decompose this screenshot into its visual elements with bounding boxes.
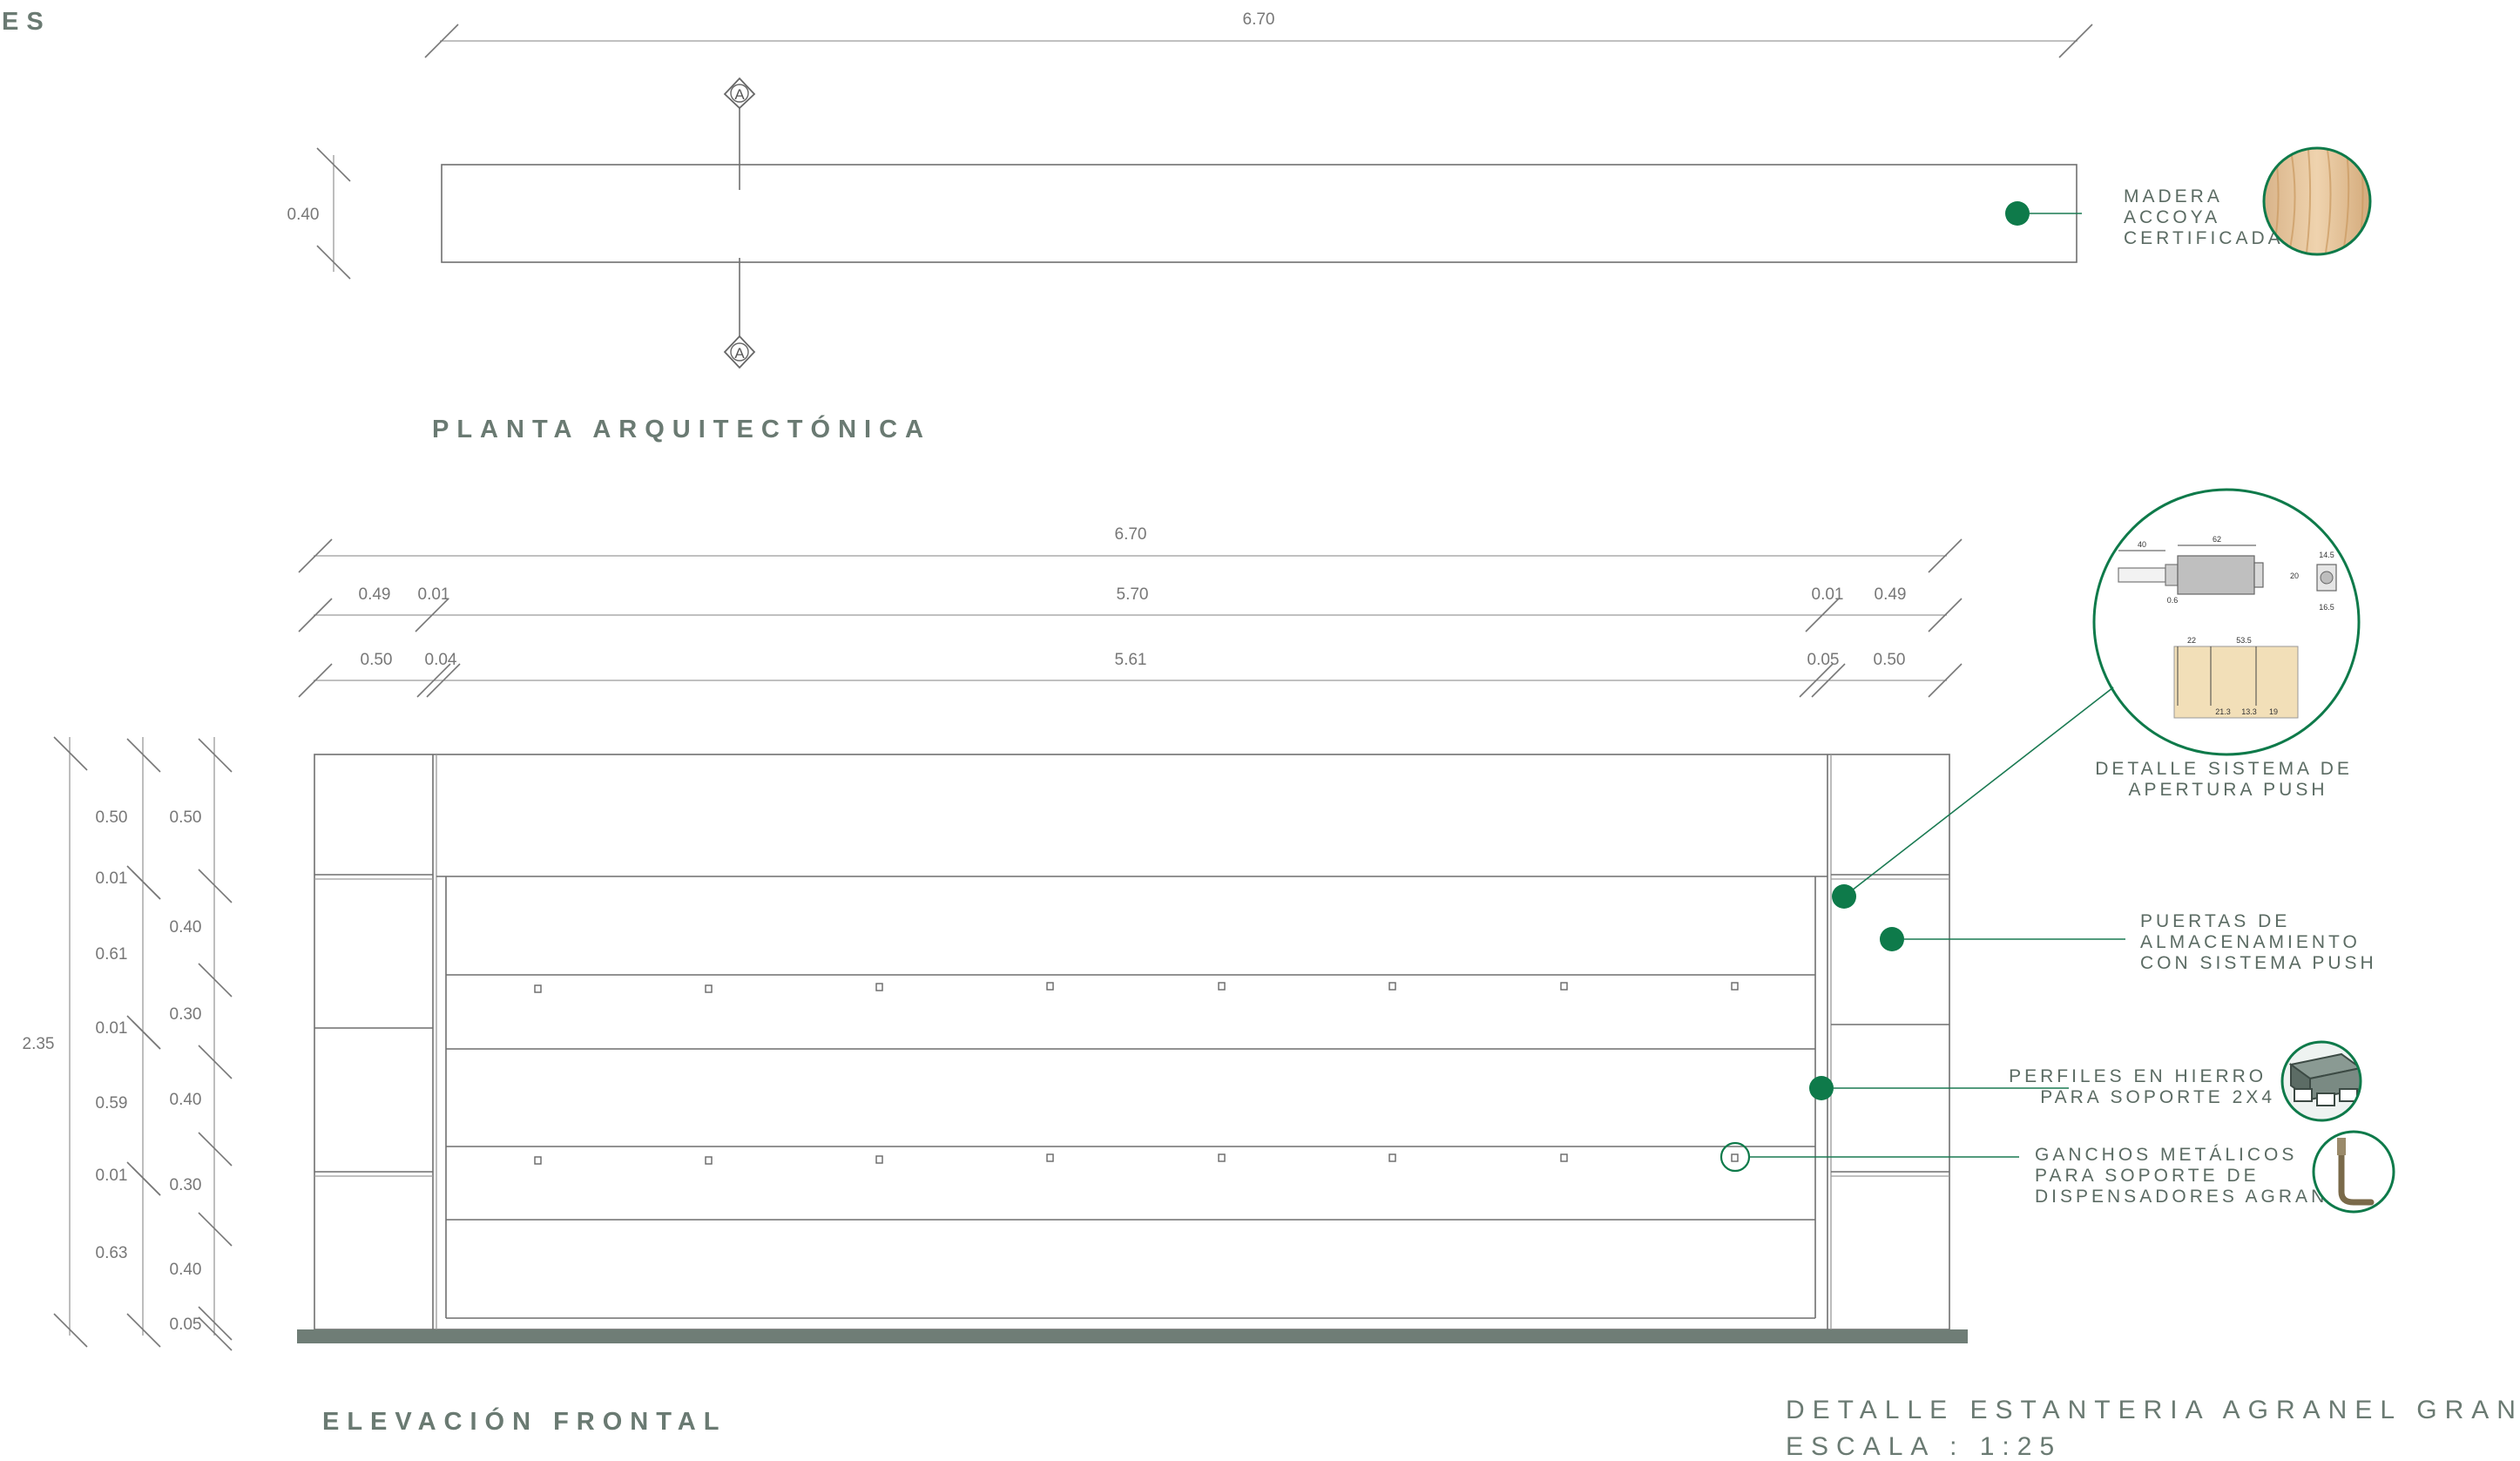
push-detail-label: DETALLE SISTEMA DE APERTURA PUSH [2095, 759, 2361, 800]
push-latch-detail-icon: 40 62 14.5 0.6 20 16.5 22 53.5 21.3 13.3… [2092, 488, 2361, 756]
push-dim-5: 20 [2290, 572, 2299, 580]
section-mark-top: A [734, 86, 745, 103]
metal-hook-icon [2312, 1130, 2395, 1214]
doors-callout: PUERTAS DE ALMACENAMIENTO CON SISTEMA PU… [1880, 911, 2377, 973]
push-dim-8: 53.5 [2236, 636, 2252, 645]
elevation-left-dims: 2.35 0.50 0.01 0.61 0.01 0.59 0.01 0.63 [23, 736, 233, 1351]
profiles-callout-label: PERFILES EN HIERRO PARA SOPORTE 2X4 [2009, 1066, 2275, 1107]
push-dim-2: 62 [2213, 535, 2221, 544]
section-marker-icon: A [723, 335, 756, 369]
dim-col-b-4: 0.40 [170, 1091, 202, 1109]
dim-row3-4: 0.05 [1807, 651, 1840, 669]
dim-row3-3: 5.61 [1115, 651, 1147, 669]
dim-row3-5: 0.50 [1874, 651, 1906, 669]
dim-total-width: 6.70 [1115, 525, 1147, 544]
dim-row2-5: 0.49 [1875, 585, 1907, 604]
push-dim-7: 22 [2187, 636, 2196, 645]
shelving-unit [297, 754, 1968, 1343]
dim-col-a-2: 0.01 [96, 869, 128, 888]
push-dim-4: 0.6 [2167, 596, 2179, 605]
wood-sample-icon [2262, 146, 2372, 256]
push-detail-callout: 40 62 14.5 0.6 20 16.5 22 53.5 21.3 13.3… [1832, 488, 2361, 909]
dim-row3-1: 0.50 [361, 651, 393, 669]
plan-title: PLANTA ARQUITECTÓNICA [432, 414, 931, 443]
dim-row2-1: 0.49 [359, 585, 391, 604]
dim-col-b-3: 0.30 [170, 1005, 202, 1024]
push-dim-1: 40 [2138, 540, 2146, 549]
material-callout-dot [2005, 201, 2030, 226]
push-dim-3: 14.5 [2319, 551, 2334, 559]
dim-col-b-7: 0.05 [170, 1316, 202, 1334]
steel-profile-icon [2280, 1040, 2362, 1122]
dim-col-a-5: 0.59 [96, 1094, 128, 1113]
dim-col-a-4: 0.01 [96, 1019, 128, 1038]
scale-label: ESCALA : 1:25 [1786, 1432, 2062, 1461]
ground-line [297, 1329, 1968, 1343]
detail-title: DETALLE ESTANTERIA AGRANEL GRANDE 1/2 [1786, 1396, 2520, 1424]
dim-row2-2: 0.01 [418, 585, 450, 604]
push-dim-9: 21.3 [2215, 707, 2231, 716]
dim-row2-4: 0.01 [1812, 585, 1844, 604]
dim-col-a-7: 0.63 [96, 1244, 128, 1262]
push-dim-6: 16.5 [2319, 603, 2334, 612]
corner-label: ES [2, 8, 51, 36]
dim-row3-2: 0.04 [425, 651, 457, 669]
hooks-callout: GANCHOS METÁLICOS PARA SOPORTE DE DISPEN… [1719, 1130, 2395, 1214]
doors-callout-label: PUERTAS DE ALMACENAMIENTO CON SISTEMA PU… [2140, 911, 2377, 973]
elevation-top-dims: 6.70 0.49 0.01 5.70 0.01 0.49 0.50 0.04 … [298, 525, 1963, 698]
push-dim-10: 13.3 [2241, 707, 2257, 716]
profiles-callout: PERFILES EN HIERRO PARA SOPORTE 2X4 [1809, 1040, 2362, 1122]
dim-col-b-2: 0.40 [170, 918, 202, 937]
dim-row2-3: 5.70 [1117, 585, 1149, 604]
dim-col-b-5: 0.30 [170, 1176, 202, 1194]
plan-view: 6.70 0.40 A A MADERA ACCOYA CERTIFICADA [287, 10, 2372, 443]
elevation-view: 6.70 0.49 0.01 5.70 0.01 0.49 0.50 0.04 … [23, 525, 1968, 1436]
dim-col-b-1: 0.50 [170, 808, 202, 827]
section-marker-icon: A [723, 77, 756, 110]
plan-width-dim: 6.70 [1243, 10, 1275, 29]
push-dim-11: 19 [2269, 707, 2278, 716]
plan-depth-dim: 0.40 [287, 206, 320, 224]
hooks-callout-label: GANCHOS METÁLICOS PARA SOPORTE DE DISPEN… [2035, 1145, 2357, 1207]
dim-total-height: 2.35 [23, 1035, 55, 1053]
dim-col-a-6: 0.01 [96, 1167, 128, 1185]
section-mark-bottom: A [734, 345, 745, 362]
dim-col-a-1: 0.50 [96, 808, 128, 827]
elevation-title: ELEVACIÓN FRONTAL [322, 1406, 726, 1436]
plan-shelf-outline [441, 164, 2077, 263]
dim-col-b-6: 0.40 [170, 1261, 202, 1279]
material-callout-label: MADERA ACCOYA CERTIFICADA [2124, 186, 2284, 248]
dim-col-a-3: 0.61 [96, 945, 128, 964]
